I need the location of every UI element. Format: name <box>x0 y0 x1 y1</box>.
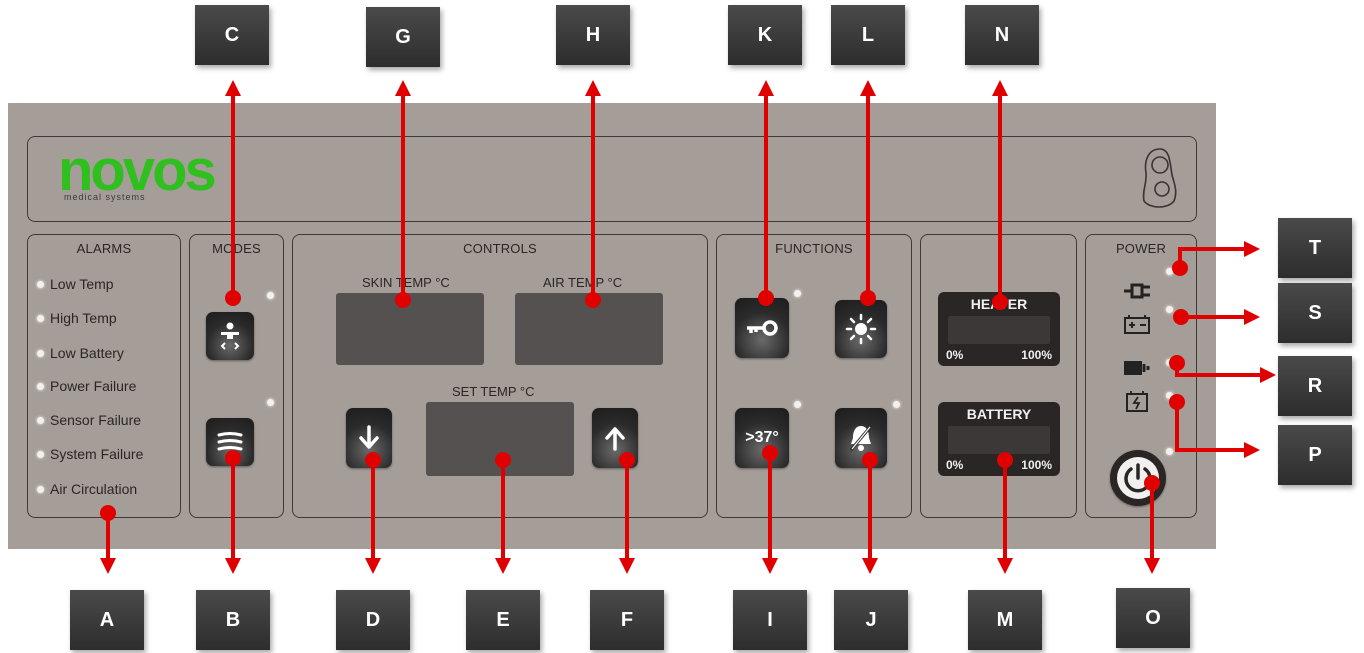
callout-s: S <box>1278 283 1352 343</box>
callout-t: T <box>1278 218 1352 278</box>
callout-k: K <box>728 5 802 65</box>
battery-gauge: BATTERY 0% 100% <box>938 402 1060 476</box>
set-temp-display <box>426 402 574 476</box>
baby-mode-led <box>267 292 274 299</box>
air-temp-label: AIR TEMP °C <box>543 275 623 290</box>
callout-b: B <box>196 590 270 650</box>
air-mode-led <box>267 399 274 406</box>
temp-override-button[interactable]: >37° <box>735 408 789 468</box>
battery-min: 0% <box>946 458 964 472</box>
functions-section: FUNCTIONS <box>716 234 912 518</box>
battery-charge-icon <box>1124 315 1150 334</box>
alarm-low-temp: Low Temp <box>37 276 114 292</box>
temp-override-led <box>794 401 801 408</box>
key-icon <box>747 320 778 336</box>
key-lock-button[interactable] <box>735 298 789 358</box>
skin-temp-display <box>336 293 484 365</box>
mother-baby-icon <box>1142 148 1177 208</box>
increase-temp-button[interactable] <box>592 408 638 468</box>
heater-gauge: HEATER 0% 100% <box>938 292 1060 366</box>
heater-max: 100% <box>1021 348 1052 362</box>
alarm-power-failure: Power Failure <box>37 378 136 394</box>
callout-c: C <box>195 5 269 65</box>
power-button[interactable] <box>1110 450 1166 506</box>
baby-icon <box>220 322 240 350</box>
functions-title: FUNCTIONS <box>775 241 853 256</box>
baby-mode-button[interactable] <box>206 312 254 360</box>
alarm-led <box>37 416 44 424</box>
air-mode-button[interactable] <box>206 418 254 466</box>
alarm-led <box>37 450 44 458</box>
alarm-system-failure: System Failure <box>37 446 143 462</box>
callout-h: H <box>556 5 630 65</box>
alarm-sensor-failure: Sensor Failure <box>37 412 141 428</box>
heater-bar <box>948 316 1050 344</box>
battery-max: 100% <box>1021 458 1052 472</box>
alarm-low-battery: Low Battery <box>37 345 124 361</box>
callout-n: N <box>965 5 1039 65</box>
battery-backup-icon <box>1124 361 1150 375</box>
arrow-up-icon <box>605 427 625 451</box>
skin-temp-label: SKIN TEMP °C <box>362 275 450 290</box>
mains-plug-icon <box>1124 283 1150 299</box>
arrow-down-icon <box>359 425 379 449</box>
logo-subtitle: medical systems <box>64 192 146 202</box>
battery-bar <box>948 426 1050 454</box>
controls-section: CONTROLS <box>292 234 708 518</box>
callout-i: I <box>733 590 807 650</box>
callout-p: P <box>1278 425 1352 485</box>
heater-title: HEATER <box>970 296 1028 312</box>
heater-min: 0% <box>946 348 964 362</box>
alarm-led <box>37 349 44 357</box>
callout-o: O <box>1116 588 1190 648</box>
battery-title: BATTERY <box>966 406 1032 422</box>
decrease-temp-button[interactable] <box>346 408 392 468</box>
alarm-led <box>37 314 44 322</box>
bell-muted-icon <box>849 425 873 451</box>
battery-bolt-led <box>1166 392 1173 399</box>
power-led <box>1166 448 1173 455</box>
callout-e: E <box>466 590 540 650</box>
air-waves-icon <box>217 432 243 451</box>
callout-j: J <box>834 590 908 650</box>
battery-bolt-icon <box>1126 391 1148 412</box>
modes-title: MODES <box>212 241 261 256</box>
callout-m: M <box>968 590 1042 650</box>
light-button[interactable] <box>835 300 887 358</box>
alarm-silence-button[interactable] <box>835 408 887 468</box>
callout-a: A <box>70 590 144 650</box>
alarm-led <box>37 280 44 288</box>
alarms-title: ALARMS <box>76 241 132 256</box>
set-temp-label: SET TEMP °C <box>452 384 535 399</box>
temp-override-label: >37° <box>745 429 779 446</box>
mains-led <box>1166 268 1173 275</box>
callout-f: F <box>590 590 664 650</box>
callout-r: R <box>1278 356 1352 416</box>
charge-led <box>1166 306 1173 313</box>
logo-text: novos <box>58 138 217 203</box>
backup-led <box>1166 359 1173 366</box>
power-icon <box>1117 457 1159 499</box>
alarm-high-temp: High Temp <box>37 310 117 326</box>
controls-title: CONTROLS <box>463 241 537 256</box>
sun-icon <box>845 313 877 345</box>
key-lock-led <box>794 290 801 297</box>
alarm-air-circulation: Air Circulation <box>37 481 137 497</box>
novos-logo: novos medical systems <box>58 140 278 210</box>
power-title: POWER <box>1115 241 1167 256</box>
callout-l: L <box>831 5 905 65</box>
alarm-led <box>37 382 44 390</box>
callout-d: D <box>336 590 410 650</box>
logo-bar <box>27 136 1197 222</box>
alarm-led <box>37 485 44 493</box>
modes-section: MODES <box>189 234 284 518</box>
callout-g: G <box>366 7 440 67</box>
air-temp-display <box>515 293 663 365</box>
alarm-silence-led <box>893 401 900 408</box>
